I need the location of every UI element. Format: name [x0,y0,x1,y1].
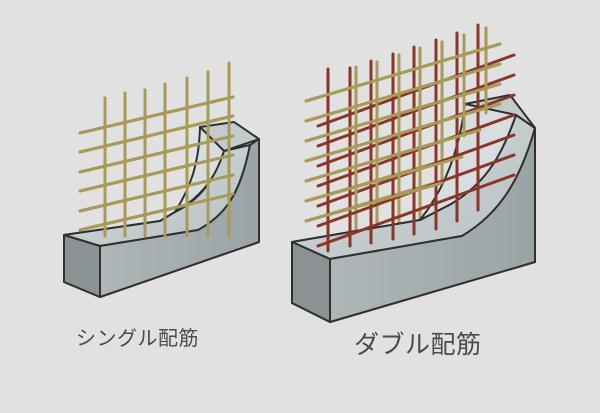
double-rebar-front-grid [316,23,516,253]
double-rebar-label: ダブル配筋 [354,330,482,359]
single-rebar-diagram [63,61,260,298]
single-rebar-label: シングル配筋 [76,326,199,350]
double-rebar-diagram [291,23,536,323]
single-rebar-grid-front [78,61,235,238]
double-concrete-wall [291,94,536,323]
double-rebar-back-grid-visible [304,26,502,223]
